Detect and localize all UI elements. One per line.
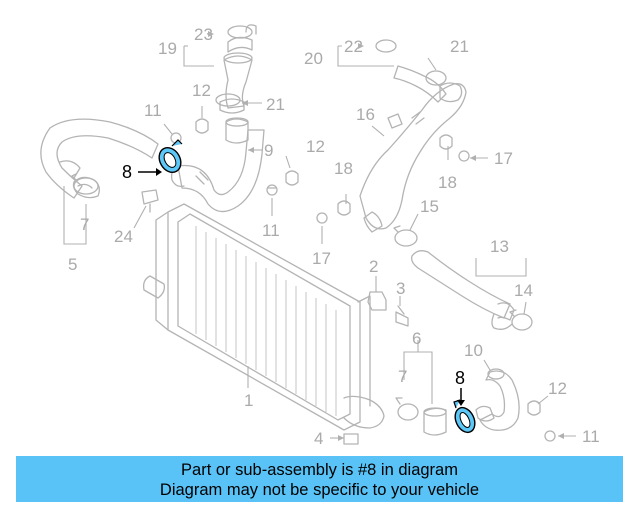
left-charge-hose [40, 118, 159, 199]
highlighted-clamp-upper[interactable] [155, 139, 185, 176]
small-connector-hose [423, 407, 447, 436]
callout-12b: 12 [306, 137, 325, 156]
callout-7a: 7 [80, 215, 89, 234]
right-pipe-assembly [359, 65, 467, 233]
callout-7b: 7 [398, 367, 407, 386]
callout-4: 4 [314, 429, 323, 448]
intercooler [142, 203, 385, 431]
callout-14: 14 [514, 281, 533, 300]
banner-line-2: Diagram may not be specific to your vehi… [159, 481, 480, 499]
lower-elbow [475, 368, 520, 431]
callout-22: 22 [344, 37, 363, 56]
callout-21b: 21 [450, 37, 469, 56]
callout-21a: 21 [266, 95, 285, 114]
callout-11a: 11 [144, 101, 162, 120]
callout-1: 1 [244, 391, 253, 410]
callout-23: 23 [194, 25, 213, 44]
upper-pipe [219, 36, 253, 114]
callout-18b: 18 [438, 173, 457, 192]
callout-8a: 8 [122, 162, 132, 182]
lower-right-pipe [410, 250, 515, 330]
callout-9: 9 [264, 141, 273, 160]
callout-18a: 18 [334, 159, 353, 178]
fasteners [141, 118, 556, 445]
callout-6: 6 [412, 329, 421, 348]
banner-line-1: Part or sub-assembly is #8 in diagram [181, 461, 458, 479]
callout-19: 19 [158, 39, 177, 58]
callout-12c: 12 [548, 379, 567, 398]
callout-12a: 12 [192, 81, 211, 100]
callout-13: 13 [490, 237, 509, 256]
callout-labels: 1 2 3 4 5 6 7 7 8 8 9 10 11 11 11 12 12 … [68, 25, 600, 448]
callout-17a: 17 [312, 249, 331, 268]
center-hose [170, 117, 265, 213]
callout-11c: 11 [582, 427, 600, 446]
callout-20: 20 [304, 49, 323, 68]
callout-16: 16 [356, 105, 375, 124]
callout-3: 3 [396, 279, 405, 298]
callout-11b: 11 [262, 221, 280, 240]
callout-arrows [208, 31, 564, 441]
callout-17b: 17 [494, 149, 513, 168]
callout-10: 10 [464, 341, 483, 360]
highlighted-clamp-lower[interactable] [451, 399, 478, 436]
callout-24: 24 [114, 227, 133, 246]
callout-8b: 8 [455, 368, 465, 388]
clamps [71, 24, 533, 421]
highlight-arrows [138, 168, 465, 406]
leader-lines [63, 45, 576, 439]
callout-15: 15 [420, 197, 439, 216]
info-banner: Part or sub-assembly is #8 in diagram Di… [16, 456, 623, 502]
callout-5: 5 [68, 255, 77, 274]
callout-2: 2 [369, 257, 378, 276]
